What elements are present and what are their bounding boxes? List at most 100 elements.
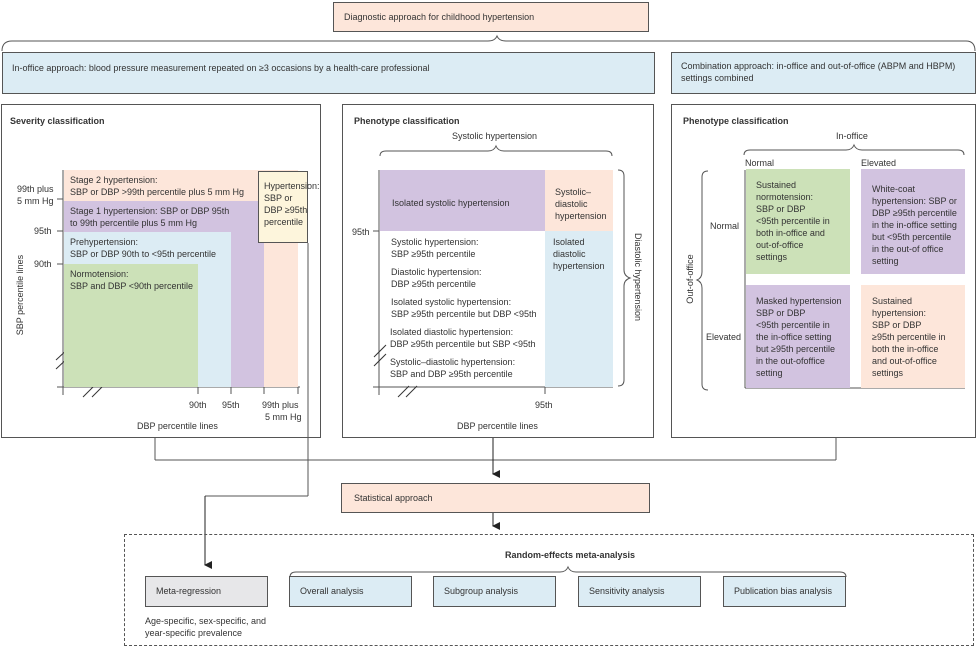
cell-text-line: in the out-ofoffice [756, 356, 825, 366]
cell-text-line: SBP or DBP [756, 308, 806, 318]
systolic-diastolic-label: diastolic [555, 199, 588, 209]
phenotype-x-tick-95: 95th [535, 400, 553, 410]
hypertension-summary-line: Hypertension: [264, 181, 320, 191]
y-tick-90: 90th [34, 259, 52, 269]
y-tick-95: 95th [34, 226, 52, 236]
hypertension-summary-line: DBP ≥95th [264, 205, 308, 215]
severity-panel [1, 104, 321, 438]
row-normal-label: Normal [710, 221, 740, 231]
phenotype-office-title: Phenotype classification [354, 116, 460, 126]
cell-text-line: setting [756, 368, 783, 378]
cell-text-line: hypertension: SBP or [872, 196, 957, 206]
cell-text-line: Sustained [756, 180, 797, 190]
definition-line: SBP ≥95th percentile [391, 249, 476, 259]
row-elevated-label: Elevated [706, 332, 742, 342]
cell-text-line: both the in-office [872, 344, 939, 354]
cell-text-line: setting [872, 256, 899, 266]
sensitivity-analysis-box: Sensitivity analysis [578, 576, 701, 607]
isolated-diastolic-label: Isolated [553, 237, 585, 247]
meta-regression-box: Meta-regression [145, 576, 268, 607]
publication-bias-analysis-box: Publication bias analysis [723, 576, 846, 607]
severity-y-axis-label: SBP percentile lines [15, 254, 25, 336]
sustained-normotension-cell: Sustained normotension: SBP or DBP <95th pe… [746, 169, 850, 274]
publication-bias-analysis-text: Publication bias analysis [734, 586, 833, 596]
subgroup-analysis-box: Subgroup analysis [433, 576, 556, 607]
isolated-diastolic-label: hypertension [553, 261, 605, 271]
cell-text-line: out-of-office [756, 240, 804, 250]
cell-text-line: DBP ≥95th percentile [872, 208, 957, 218]
y-tick-99-line2: 5 mm Hg [17, 196, 54, 206]
in-office-approach-text: In-office approach: blood pressure measu… [12, 63, 430, 73]
normotension-line1: Normotension: [70, 269, 129, 279]
cell-text-line: but <95th percentile [872, 232, 952, 242]
normotension-line2: SBP and DBP <90th percentile [70, 281, 194, 291]
systolic-diastolic-label: hypertension [555, 211, 607, 221]
x-tick-90: 90th [189, 400, 207, 410]
combination-approach-line1: Combination approach: in-office and out-… [681, 61, 956, 71]
prehypertension-line1: Prehypertension: [70, 237, 139, 247]
out-of-office-label: Out-of-office [685, 254, 695, 304]
cell-text-line: both in-office and [756, 228, 825, 238]
diastolic-brace-label: Diastolic hypertension [633, 232, 643, 322]
meta-regression-text: Meta-regression [156, 586, 222, 596]
statistical-approach-box: Statistical approach [341, 483, 650, 513]
cell-text-line: ≥95th percentile in [872, 332, 946, 342]
cell-text-line: normotension: [756, 192, 814, 202]
title-text: Diagnostic approach for childhood hypert… [344, 12, 535, 22]
sensitivity-analysis-text: Sensitivity analysis [589, 586, 665, 596]
isolated-diastolic-region [545, 231, 613, 387]
col-normal-label: Normal [745, 158, 775, 168]
cell-text-line: <95th percentile in [756, 216, 830, 226]
overall-analysis-text: Overall analysis [300, 586, 364, 596]
definition-line: SBP ≥95th percentile but DBP <95th [391, 309, 537, 319]
normotension-region [64, 264, 198, 387]
definition-line: Isolated diastolic hypertension: [390, 327, 514, 337]
analysis-container [124, 534, 974, 646]
systolic-brace-label: Systolic hypertension [452, 131, 538, 141]
in-office-label: In-office [836, 131, 868, 141]
definition-line: SBP and DBP ≥95th percentile [390, 369, 513, 379]
hypertension-summary-line: SBP or [264, 193, 293, 203]
top-brace [1, 34, 976, 52]
definition-line: DBP ≥95th percentile [391, 279, 476, 289]
combination-approach-line2: settings combined [681, 73, 754, 83]
cell-text-line: settings [872, 368, 904, 378]
cell-text-line: Sustained [872, 296, 913, 306]
meta-regression-note: year-specific prevalence [145, 628, 243, 638]
y-tick-99-line1: 99th plus [17, 184, 54, 194]
cell-text-line: in the in-office setting [872, 220, 957, 230]
x-tick-95: 95th [222, 400, 240, 410]
severity-x-axis-label: DBP percentile lines [137, 421, 218, 431]
hypertension-summary-line: percentile [264, 217, 304, 227]
cell-text-line: the in-office setting [756, 332, 832, 342]
definition-line: Systolic–diastolic hypertension: [390, 357, 516, 367]
cell-text-line: and out-of-office [872, 356, 937, 366]
in-office-approach-box: In-office approach: blood pressure measu… [2, 52, 655, 94]
random-effects-label: Random-effects meta-analysis [505, 550, 636, 560]
stage1-line1: Stage 1 hypertension: SBP or DBP 95th [70, 206, 230, 216]
cell-text-line: SBP or DBP [872, 320, 922, 330]
severity-title: Severity classification [10, 116, 105, 126]
stage2-line1: Stage 2 hypertension: [70, 175, 158, 185]
stage1-line2: to 99th percentile plus 5 mm Hg [70, 218, 198, 228]
systolic-diastolic-region [545, 170, 613, 231]
subgroup-analysis-text: Subgroup analysis [444, 586, 519, 596]
isolated-diastolic-label: diastolic [553, 249, 586, 259]
phenotype-office-panel [342, 104, 654, 438]
definition-line: DBP ≥95th percentile but SBP <95th [390, 339, 536, 349]
definition-line: Diastolic hypertension: [391, 267, 482, 277]
combination-approach-box: Combination approach: in-office and out-… [671, 52, 976, 94]
meta-regression-note: Age-specific, sex-specific, and [145, 616, 267, 626]
definition-line: Isolated systolic hypertension: [391, 297, 512, 307]
phenotype-combined-title: Phenotype classification [683, 116, 789, 126]
cell-text-line: SBP or DBP [756, 204, 806, 214]
x-tick-99-line1: 99th plus [262, 400, 299, 410]
title-box: Diagnostic approach for childhood hypert… [333, 2, 649, 32]
phenotype-y-tick-95: 95th [352, 227, 370, 237]
cell-text-line: settings [756, 252, 788, 262]
definition-line: Systolic hypertension: [391, 237, 479, 247]
x-tick-99-line2: 5 mm Hg [265, 412, 302, 422]
